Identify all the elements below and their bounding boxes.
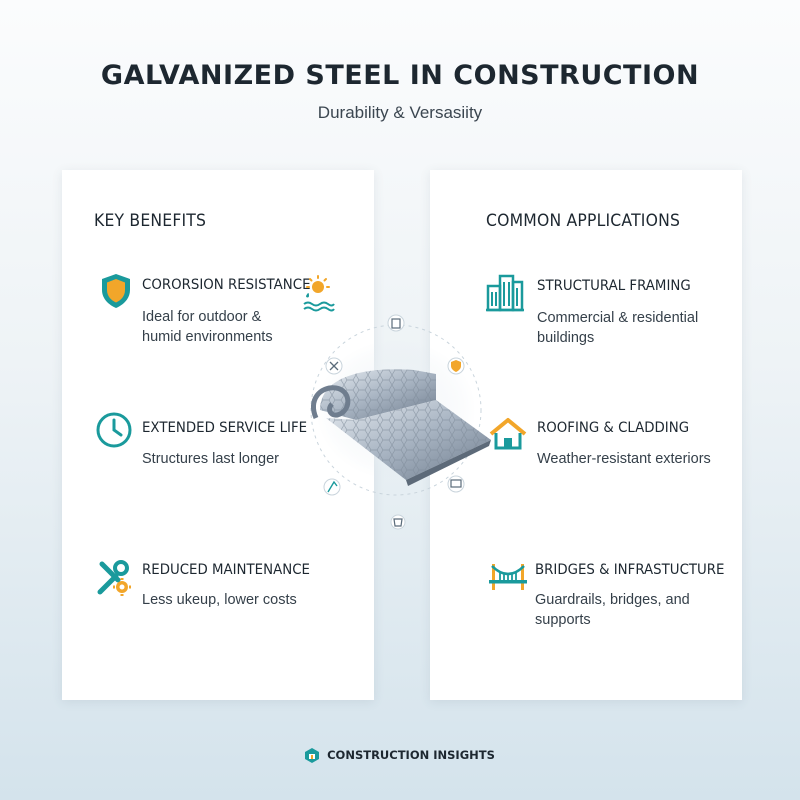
- application-title-bridges: BRIDGES & INFRASTUCTURE: [535, 562, 725, 578]
- page-title: GALVANIZED STEEL IN CONSTRUCTION: [100, 60, 700, 91]
- application-title-framing: STRUCTURAL FRAMING: [537, 278, 691, 294]
- bridge-icon: [489, 564, 527, 590]
- galvanized-steel-sheet-illustration: [310, 314, 491, 530]
- clock-icon: [96, 412, 132, 448]
- shield-icon: [102, 274, 130, 308]
- page-subtitle: Durability & Versasiity: [317, 103, 483, 122]
- application-title-roofing: ROOFING & CLADDING: [537, 420, 690, 436]
- application-desc-framing: Commercial & residential buildings: [537, 310, 699, 346]
- benefit-desc-service-life: Structures last longer: [142, 451, 280, 467]
- orbit-bucket-icon: [390, 514, 406, 530]
- orbit-crane-icon: [323, 478, 341, 496]
- benefit-title-corrosion: CORORSION RESISTANCE: [142, 277, 311, 293]
- key-benefits-heading: KEY BENEFITS: [94, 211, 207, 231]
- wrench-gear-icon: [97, 560, 131, 596]
- benefit-desc-corrosion-line2: humid environments: [142, 329, 273, 345]
- application-desc-roofing: Weather-resistant exteriors: [537, 451, 711, 467]
- building-icon: [486, 274, 524, 312]
- brand-logo-icon: [305, 748, 320, 763]
- benefit-desc-corrosion-line1: Ideal for outdoor &: [142, 309, 262, 325]
- benefit-title-maintenance: REDUCED MAINTENANCE: [142, 562, 310, 578]
- application-desc-bridges: Guardrails, bridges, and supports: [535, 592, 690, 628]
- footer-brand-label: CONSTRUCTION INSIGHTS: [327, 748, 495, 762]
- common-applications-heading: COMMON APPLICATIONS: [486, 211, 681, 231]
- orbit-clipboard-icon: [387, 314, 405, 332]
- orbit-truck-icon: [447, 475, 465, 493]
- orbit-tools-icon: [325, 357, 343, 375]
- house-icon: [489, 418, 527, 450]
- orbit-shield-icon: [447, 357, 465, 375]
- benefit-desc-maintenance: Less ukeup, lower costs: [142, 592, 297, 608]
- footer-brand: CONSTRUCTION INSIGHTS: [0, 748, 800, 763]
- sun-water-icon: [303, 275, 335, 312]
- benefit-title-service-life: EXTENDED SERVICE LIFE: [142, 420, 308, 436]
